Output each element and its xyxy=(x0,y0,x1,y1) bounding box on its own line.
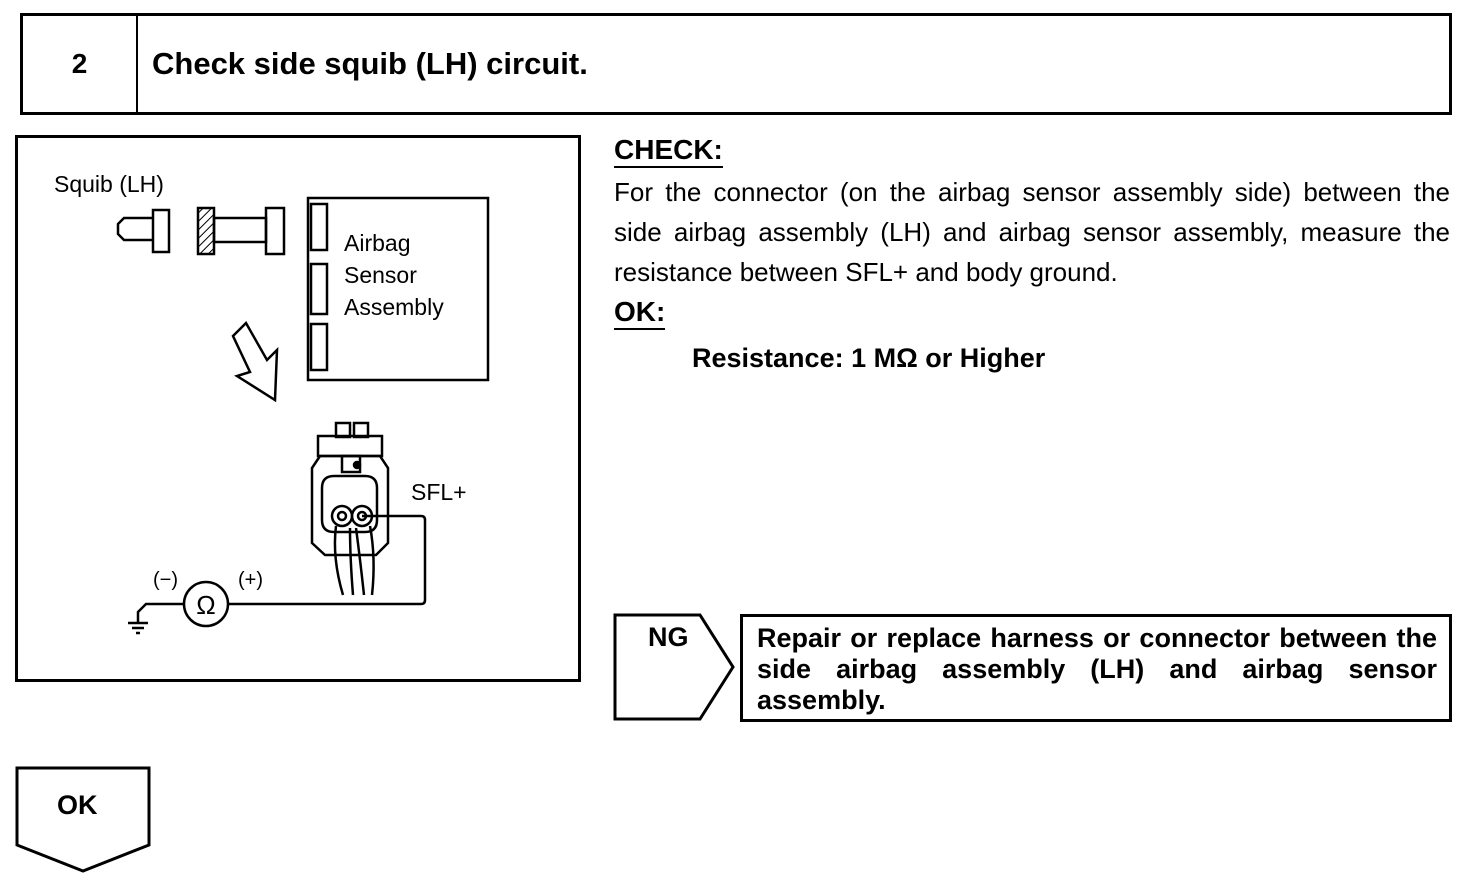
check-procedure: CHECK: For the connector (on the airbag … xyxy=(614,130,1450,378)
sensor-label-line3: Assembly xyxy=(344,294,444,320)
harness-connector-icon xyxy=(310,421,390,596)
meter-lead xyxy=(128,514,427,635)
terminal-label: SFL+ xyxy=(411,479,467,505)
ok-heading: OK: xyxy=(614,296,666,330)
step-number: 2 xyxy=(23,16,138,112)
wiring-diagram: Squib (LH) Airbag Sensor Assembly SFL+ (… xyxy=(15,135,581,682)
check-text: For the connector (on the airbag sensor … xyxy=(614,177,1450,287)
squib-label: Squib (LH) xyxy=(54,171,164,197)
pos-terminal-label: (+) xyxy=(238,569,263,591)
sensor-label-line2: Sensor xyxy=(344,262,417,288)
ok-next-label: OK xyxy=(57,790,98,820)
ng-arrow-shape xyxy=(613,613,735,721)
neg-terminal-label: (−) xyxy=(153,569,178,591)
check-heading: CHECK: xyxy=(614,134,723,168)
step-header: 2 Check side squib (LH) circuit. xyxy=(20,13,1452,115)
ohm-symbol: Ω xyxy=(196,590,215,620)
arrow-icon xyxy=(231,320,279,403)
ng-action-box: Repair or replace harness or connector b… xyxy=(740,614,1452,722)
step-title: Check side squib (LH) circuit. xyxy=(152,46,588,81)
ng-label: NG xyxy=(648,622,689,652)
sensor-label-line1: Airbag xyxy=(344,230,410,256)
diagram-drawing: Squib (LH) Airbag Sensor Assembly SFL+ (… xyxy=(54,171,490,635)
ok-arrow-shape xyxy=(15,766,151,873)
airbag-sensor-icon xyxy=(306,196,490,382)
ok-spec-value: Resistance: 1 MΩ or Higher xyxy=(692,343,1046,373)
squib-connector-icon xyxy=(116,206,286,256)
